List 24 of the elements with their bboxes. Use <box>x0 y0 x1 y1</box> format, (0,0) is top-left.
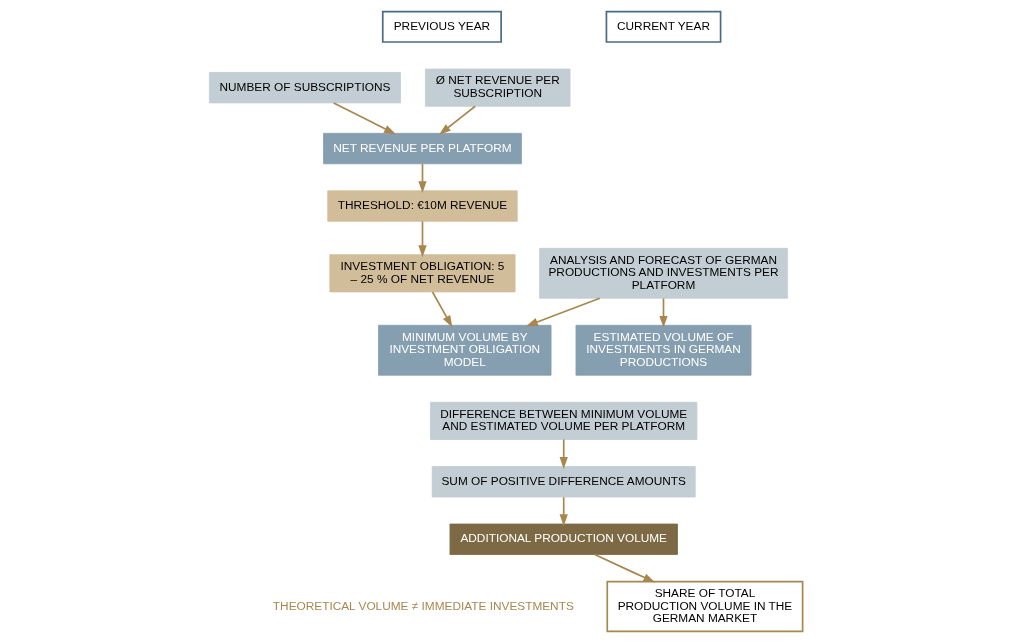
node-box: NET REVENUE PER PLATFORM <box>322 132 522 165</box>
arrow <box>417 220 427 258</box>
node-box: INVESTMENT OBLIGATION: 5 – 25 % OF NET REVENUE <box>328 254 515 293</box>
node-box: SUM OF POSITIVE DIFFERENCE AMOUNTS <box>431 466 696 498</box>
node-box: Ø NET REVENUE PER SUBSCRIPTION <box>424 68 570 107</box>
arrow <box>658 297 668 328</box>
arrow <box>431 291 452 328</box>
node-box: DIFFERENCE BETWEEN MINIMUM VOLUME AND ESTIMATED VOLUME PER PLATFORM <box>429 401 697 440</box>
arrow <box>438 105 476 135</box>
node-box: NUMBER OF SUBSCRIPTIONS <box>208 72 401 104</box>
arrow <box>593 553 655 583</box>
arrow <box>559 438 568 469</box>
arrow <box>525 297 601 327</box>
node-box: SHARE OF TOTAL PRODUCTION VOLUME IN THE GERMAN MARKET <box>605 580 803 633</box>
arrow <box>559 496 568 527</box>
node-box: ESTIMATED VOLUME OF INVESTMENTS IN GERMAN PRODUCTIONS <box>575 324 751 376</box>
node-box: ADDITIONAL PRODUCTION VOLUME <box>449 523 678 555</box>
node-box: MINIMUM VOLUME BY INVESTMENT OBLIGATION MODEL <box>377 324 551 376</box>
arrow <box>332 102 396 135</box>
node-box: PREVIOUS YEAR <box>381 10 502 43</box>
node-box: THRESHOLD: €10M REVENUE <box>326 190 518 222</box>
node-label: THEORETICAL VOLUME ≠ IMMEDIATE INVESTMENTS <box>272 598 574 613</box>
node-box: ANALYSIS AND FORECAST OF GERMAN PRODUCTIONS AND INVESTMENTS PER PLATFORM <box>538 247 788 299</box>
node-box: CURRENT YEAR <box>605 10 721 43</box>
